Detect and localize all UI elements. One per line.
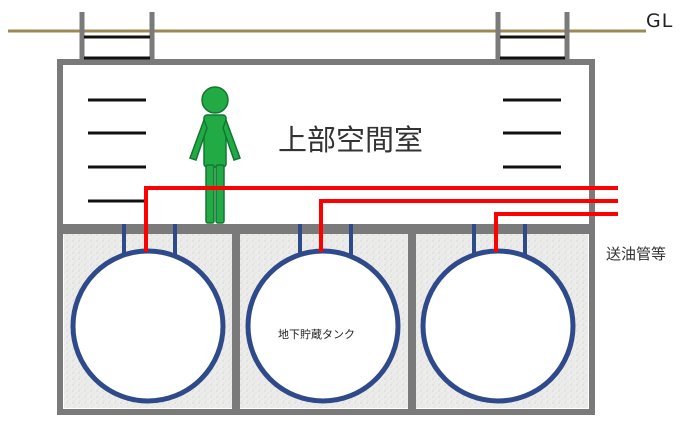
person-icon [189,86,241,224]
ladder-left [79,12,155,203]
upper-room-label: 上部空間室 [278,123,424,157]
ladder-right [495,12,570,169]
slab [60,224,592,234]
tank-label: 地下貯蔵タンク [278,328,355,341]
tank-1 [70,248,226,404]
partition-wall-2 [408,224,416,412]
pipes-label: 送油管等 [606,245,667,263]
pipe-1 [144,186,618,252]
oil-pipes [144,186,618,252]
tank-3 [420,248,576,404]
pipe-3 [494,212,618,252]
partition-wall-1 [232,224,240,412]
pipe-2 [319,199,618,252]
ground-level-label: GL [646,10,674,32]
